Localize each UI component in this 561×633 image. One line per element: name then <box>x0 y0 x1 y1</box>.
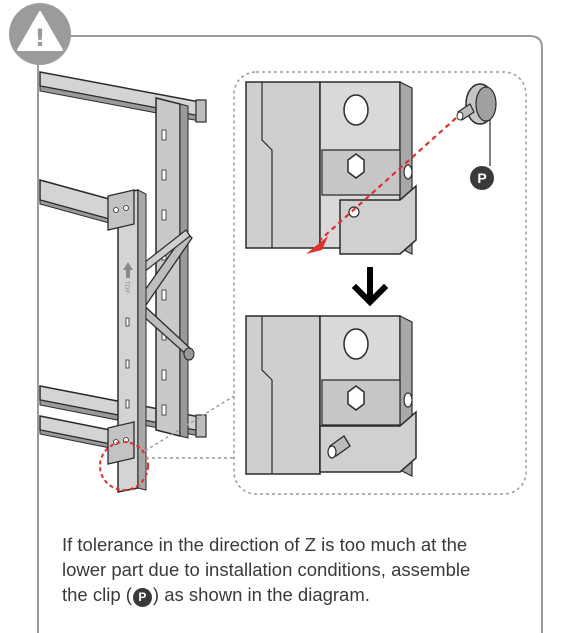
detail-after <box>245 315 417 477</box>
detail-before: P <box>245 81 497 255</box>
instruction-line-2: lower part due to installation condition… <box>62 559 471 580</box>
warning-symbol: ! <box>35 24 46 52</box>
part-label-badge <box>470 166 494 190</box>
part-label-p: P <box>477 170 486 186</box>
warning-triangle-icon: ! <box>9 3 71 65</box>
callout-lines <box>139 395 235 459</box>
inline-part-badge: P <box>132 588 152 607</box>
wall-mount-overview: TOP <box>39 71 207 493</box>
clip-p-part <box>456 83 497 125</box>
instruction-line-3-start: the clip ( <box>62 584 132 605</box>
top-marking: TOP <box>123 280 130 293</box>
arrow-down-icon <box>351 267 389 307</box>
focus-circle <box>99 441 149 491</box>
instruction-text: If tolerance in the direction of Z is to… <box>62 532 532 607</box>
instruction-line-1: If tolerance in the direction of Z is to… <box>62 534 468 555</box>
frame-border <box>37 35 543 633</box>
insertion-arrow-icon <box>306 236 328 254</box>
instruction-line-3-end: ) as shown in the diagram. <box>152 584 370 605</box>
